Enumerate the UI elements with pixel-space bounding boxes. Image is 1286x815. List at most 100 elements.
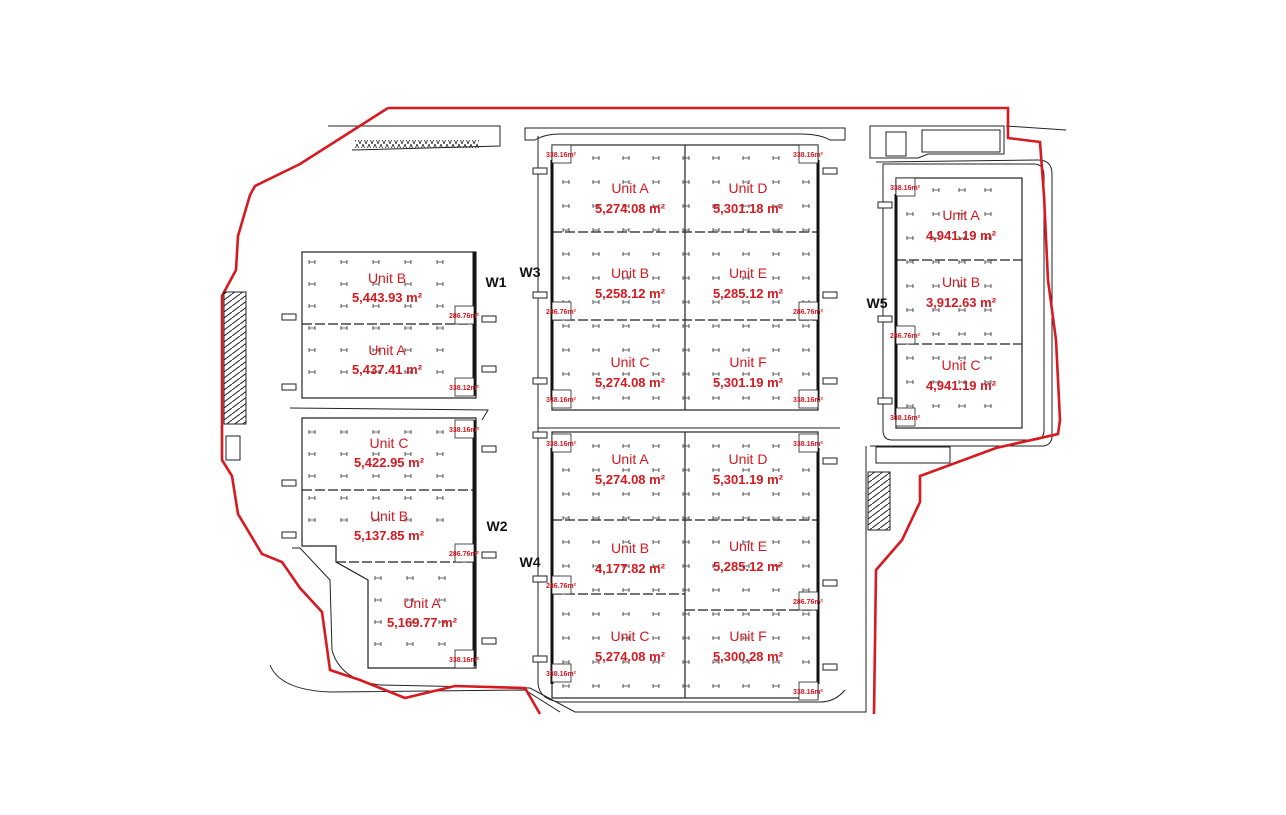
column-mark [562, 348, 570, 352]
column-mark [652, 372, 660, 376]
unit-label: Unit C [611, 354, 650, 370]
column-mark [906, 284, 914, 288]
column-mark [742, 156, 750, 160]
column-mark [592, 204, 600, 208]
column-mark [372, 282, 380, 286]
column-mark [436, 474, 444, 478]
column-mark [652, 156, 660, 160]
column-mark [404, 474, 412, 478]
office-tag: 338.16m² [546, 144, 577, 164]
column-mark [682, 300, 690, 304]
column-mark [592, 324, 600, 328]
column-mark [932, 284, 940, 288]
column-mark [404, 326, 412, 330]
column-mark [958, 332, 966, 336]
column-mark [652, 300, 660, 304]
column-mark [802, 324, 810, 328]
column-mark [802, 372, 810, 376]
column-mark [372, 370, 380, 374]
column-mark [932, 236, 940, 240]
column-mark [682, 348, 690, 352]
column-mark [772, 252, 780, 256]
column-mark [340, 430, 348, 434]
column-mark [742, 516, 750, 520]
column-mark [436, 304, 444, 308]
column-mark [682, 564, 690, 568]
unit-label: Unit D [729, 451, 768, 467]
building-label-w2: W2 [487, 518, 508, 534]
column-mark [742, 228, 750, 232]
svg-text:338.16m²: 338.16m² [546, 671, 577, 678]
column-mark [562, 564, 570, 568]
column-mark [984, 284, 992, 288]
column-mark [562, 636, 570, 640]
column-mark [682, 588, 690, 592]
column-mark [308, 370, 316, 374]
column-mark [802, 660, 810, 664]
column-mark [742, 684, 750, 688]
column-mark [562, 540, 570, 544]
svg-text:338.16m²: 338.16m² [449, 427, 480, 434]
column-mark [622, 564, 630, 568]
column-mark [772, 636, 780, 640]
column-mark [682, 660, 690, 664]
unit-area: 5,258.12 m² [595, 286, 666, 301]
column-mark [772, 180, 780, 184]
column-mark [802, 204, 810, 208]
column-mark [622, 300, 630, 304]
column-mark [772, 444, 780, 448]
column-mark [340, 518, 348, 522]
office-tag: 286.76m² [793, 301, 824, 321]
column-mark [308, 430, 316, 434]
column-mark [406, 620, 414, 624]
column-mark [622, 252, 630, 256]
office-tag: 338.16m² [546, 433, 577, 453]
svg-text:338.16m²: 338.16m² [546, 441, 577, 448]
unit-label: Unit A [942, 207, 980, 223]
office-tag: 286.76m² [449, 305, 480, 325]
column-mark [802, 564, 810, 568]
column-mark [712, 324, 720, 328]
column-mark [652, 396, 660, 400]
column-mark [372, 348, 380, 352]
svg-text:338.16m²: 338.16m² [546, 397, 577, 404]
column-mark [592, 612, 600, 616]
dock-doors [281, 167, 893, 671]
column-mark [308, 496, 316, 500]
column-mark [932, 260, 940, 264]
column-mark [802, 468, 810, 472]
column-mark [372, 518, 380, 522]
column-mark [772, 492, 780, 496]
column-mark [932, 188, 940, 192]
office-tag: 338.16m² [890, 407, 921, 427]
unit-area: 5,274.08 m² [595, 472, 666, 487]
column-mark [436, 282, 444, 286]
column-mark [436, 518, 444, 522]
column-mark [712, 492, 720, 496]
unit-area: 5,137.85 m² [354, 528, 425, 543]
unit-label: Unit B [611, 265, 649, 281]
column-mark [436, 496, 444, 500]
column-mark [592, 372, 600, 376]
column-mark [592, 492, 600, 496]
column-mark [958, 284, 966, 288]
column-mark [652, 324, 660, 328]
column-mark [772, 396, 780, 400]
column-mark [682, 492, 690, 496]
column-mark [712, 612, 720, 616]
column-mark [622, 348, 630, 352]
column-mark [592, 660, 600, 664]
column-mark [592, 180, 600, 184]
column-mark [682, 324, 690, 328]
column-mark [772, 660, 780, 664]
column-mark [682, 444, 690, 448]
unit-area: 5,274.08 m² [595, 201, 666, 216]
column-mark [802, 492, 810, 496]
column-mark [742, 492, 750, 496]
column-mark [958, 260, 966, 264]
column-mark [592, 540, 600, 544]
column-mark [372, 430, 380, 434]
column-mark [772, 588, 780, 592]
column-mark [652, 276, 660, 280]
column-mark [340, 260, 348, 264]
